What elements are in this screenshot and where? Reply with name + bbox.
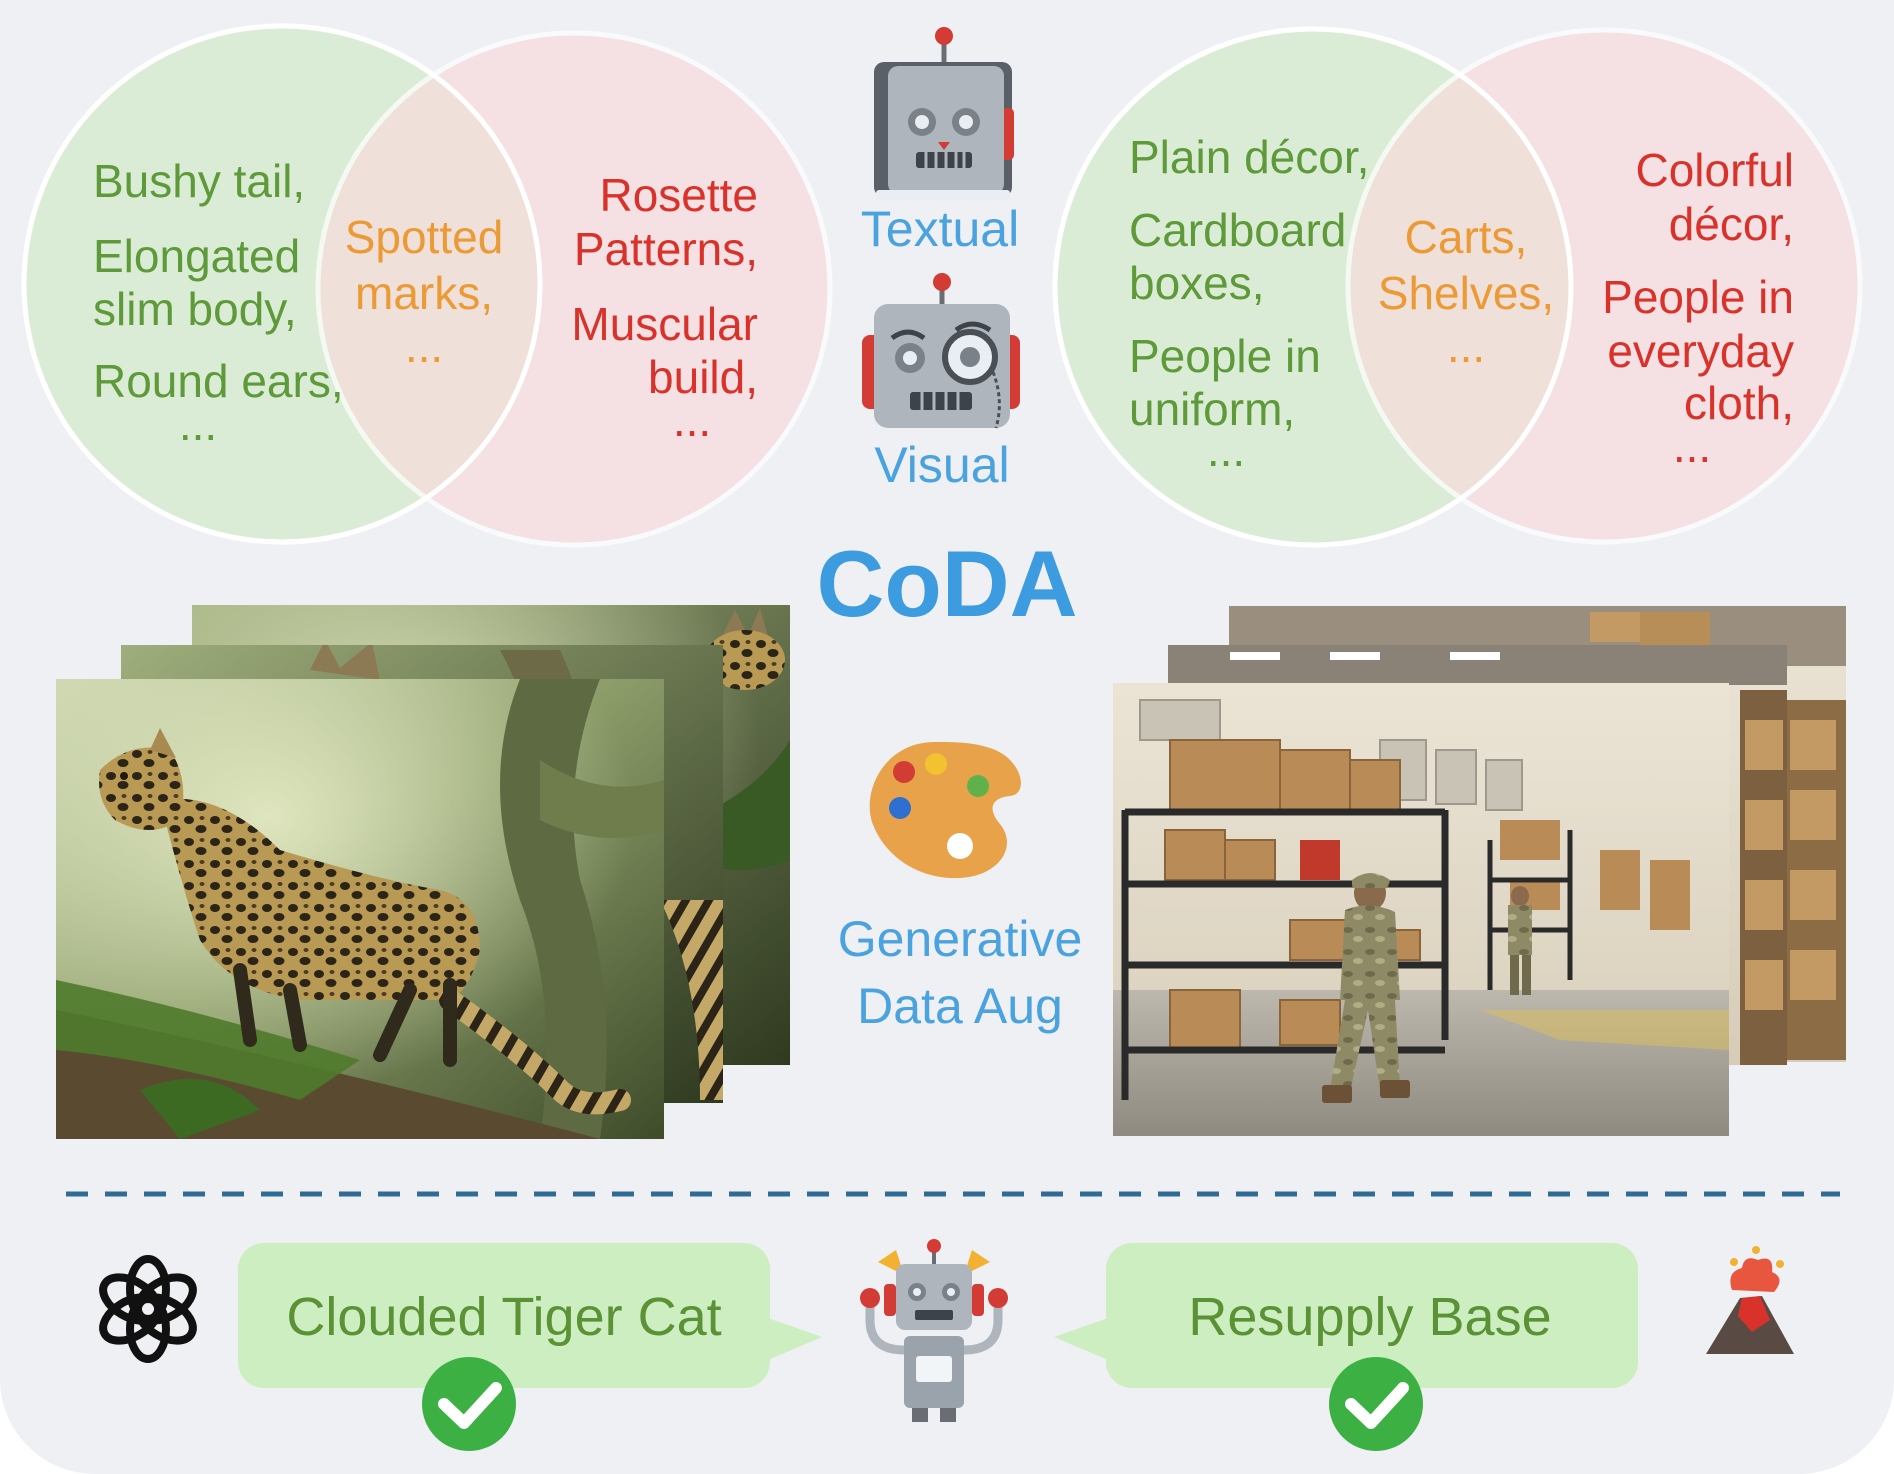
soldier-figure-far: [1508, 886, 1532, 995]
left-venn-left-line-1: Bushy tail,: [93, 155, 305, 207]
right-venn-overlap-line-1: Carts,: [1405, 211, 1528, 263]
method-title: CoDA: [816, 531, 1077, 636]
right-venn-left-line-3: boxes,: [1129, 257, 1265, 309]
left-speech-bubble: [238, 1243, 822, 1388]
left-venn-overlap-line-1: Spotted: [345, 211, 504, 263]
right-venn-overlap-line-3: ...: [1447, 320, 1485, 372]
left-prediction-label: Clouded Tiger Cat: [286, 1287, 721, 1347]
left-venn-right-line-5: ...: [673, 394, 711, 446]
right-speech-bubble: [1054, 1243, 1638, 1388]
right-venn-right-line-2: décor,: [1669, 198, 1794, 250]
warehouse-image-stack: [1113, 606, 1846, 1136]
openai-logo-icon: [99, 1255, 197, 1363]
cat-image-stack: [56, 605, 790, 1139]
textual-label: Textual: [861, 201, 1019, 257]
robot-book-icon: [874, 27, 1014, 200]
left-venn-right-line-3: Muscular: [571, 298, 758, 350]
right-venn-diagram: [1052, 26, 1863, 548]
right-venn-left-line-4: People in: [1129, 330, 1321, 382]
aug-label-line-1: Generative: [838, 911, 1083, 967]
left-venn-right-line-1: Rosette: [599, 169, 758, 221]
right-prediction-label: Resupply Base: [1188, 1287, 1551, 1347]
right-venn-right-line-1: Colorful: [1635, 144, 1794, 196]
left-venn-left-line-3: slim body,: [93, 283, 297, 335]
warehouse-image-front: [1113, 683, 1729, 1136]
left-venn-left-line-4: Round ears,: [93, 355, 344, 407]
right-venn-overlap-line-2: Shelves,: [1378, 267, 1554, 319]
right-venn-right-line-3: People in: [1602, 271, 1794, 323]
volcano-icon: [1706, 1246, 1794, 1354]
left-venn-diagram: [21, 23, 833, 548]
right-venn-left-line-5: uniform,: [1129, 383, 1295, 435]
robot-cheering-icon: [860, 1239, 1008, 1422]
visual-label: Visual: [874, 437, 1009, 493]
soldier-figure: [1322, 873, 1410, 1103]
left-venn-overlap-line-3: ...: [405, 320, 443, 372]
right-venn-right-line-6: ...: [1673, 420, 1711, 472]
right-venn-right-line-4: everyday: [1607, 325, 1794, 377]
text-layer: Bushy tail, Elongated slim body, Round e…: [93, 131, 1794, 1347]
right-venn-right-line-5: cloth,: [1684, 377, 1794, 429]
left-venn-left-line-2: Elongated: [93, 230, 300, 282]
checkmark-icon: [422, 1357, 516, 1451]
shelf-left: [1121, 739, 1449, 1100]
checkmark-icon-right: [1329, 1357, 1423, 1451]
right-venn-left-line-2: Cardboard: [1129, 204, 1346, 256]
left-venn-overlap-line-2: marks,: [355, 267, 493, 319]
aug-label-line-2: Data Aug: [857, 978, 1063, 1034]
left-venn-right-line-2: Patterns,: [574, 223, 758, 275]
palette-icon: [869, 742, 1021, 879]
left-venn-right-line-4: build,: [648, 351, 758, 403]
left-venn-left-line-5: ...: [179, 398, 217, 450]
robot-monocle-icon: [862, 273, 1020, 429]
cat-image-front: [56, 679, 664, 1139]
right-venn-left-line-1: Plain décor,: [1129, 131, 1369, 183]
right-venn-left-line-6: ...: [1207, 424, 1245, 476]
